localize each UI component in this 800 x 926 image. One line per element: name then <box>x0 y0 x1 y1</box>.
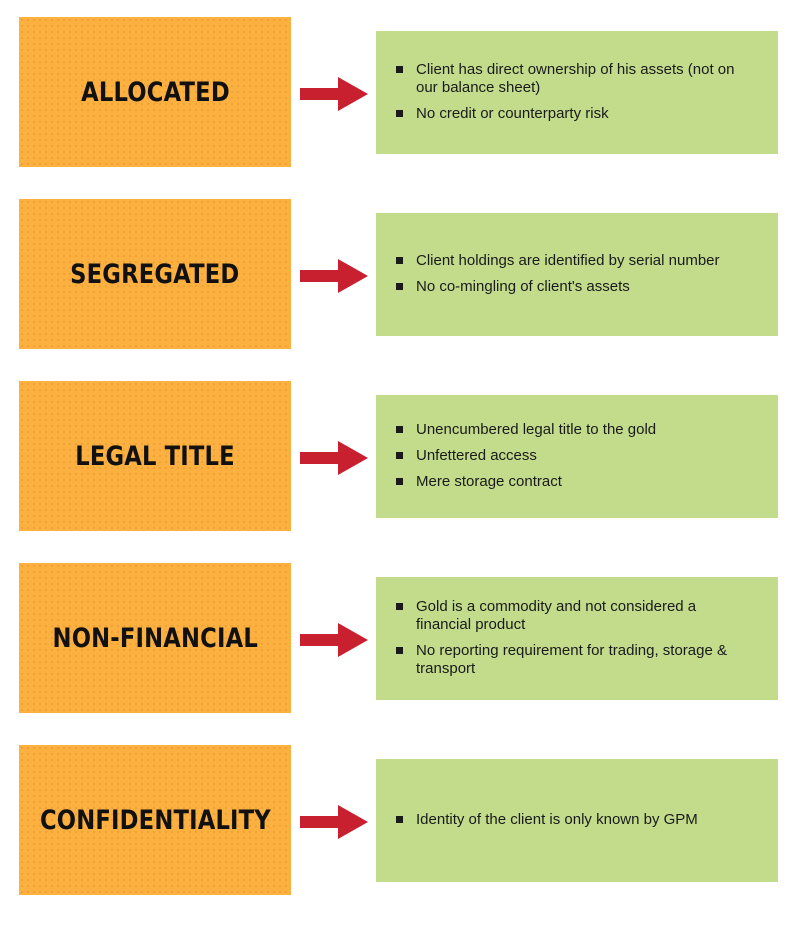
list-item: Mere storage contract <box>396 473 748 491</box>
bullet-text: No reporting requirement for trading, st… <box>416 642 727 677</box>
row-label: SEGREGATED <box>70 258 240 290</box>
list-item: Client has direct ownership of his asset… <box>396 61 748 97</box>
label-box: CONFIDENTIALITY <box>19 745 291 895</box>
row-non-financial: NON-FINANCIAL Gold is a commodity and no… <box>0 563 800 713</box>
bullet-text: Identity of the client is only known by … <box>416 811 698 828</box>
row-label: NON-FINANCIAL <box>52 622 258 654</box>
label-box: NON-FINANCIAL <box>19 563 291 713</box>
square-bullet-icon <box>396 452 403 459</box>
square-bullet-icon <box>396 647 403 654</box>
bullet-text: Client holdings are identified by serial… <box>416 252 720 269</box>
bullet-list: Client has direct ownership of his asset… <box>396 54 748 131</box>
list-item: Unfettered access <box>396 447 748 465</box>
detail-box: Unencumbered legal title to the gold Unf… <box>376 395 778 518</box>
bullet-text: No co-mingling of client's assets <box>416 278 630 295</box>
bullet-text: No credit or counterparty risk <box>416 105 609 122</box>
bullet-text: Mere storage contract <box>416 473 562 490</box>
detail-box: Identity of the client is only known by … <box>376 759 778 882</box>
row-label: ALLOCATED <box>80 76 230 108</box>
row-label: LEGAL TITLE <box>75 440 235 472</box>
bullet-list: Identity of the client is only known by … <box>396 804 748 837</box>
row-confidentiality: CONFIDENTIALITY Identity of the client i… <box>0 745 800 895</box>
detail-box: Client holdings are identified by serial… <box>376 213 778 336</box>
list-item: Client holdings are identified by serial… <box>396 252 748 270</box>
square-bullet-icon <box>396 603 403 610</box>
row-segregated: SEGREGATED Client holdings are identifie… <box>0 199 800 349</box>
bullet-text: Gold is a commodity and not considered a… <box>416 598 697 633</box>
square-bullet-icon <box>396 66 403 73</box>
list-item: Gold is a commodity and not considered a… <box>396 598 748 634</box>
right-arrow-icon <box>300 623 368 657</box>
right-arrow-icon <box>300 77 368 111</box>
square-bullet-icon <box>396 283 403 290</box>
label-box: LEGAL TITLE <box>19 381 291 531</box>
row-legal-title: LEGAL TITLE Unencumbered legal title to … <box>0 381 800 531</box>
square-bullet-icon <box>396 110 403 117</box>
square-bullet-icon <box>396 816 403 823</box>
label-box: ALLOCATED <box>19 17 291 167</box>
list-item: No reporting requirement for trading, st… <box>396 642 748 678</box>
square-bullet-icon <box>396 426 403 433</box>
list-item: Identity of the client is only known by … <box>396 811 748 829</box>
bullet-text: Client has direct ownership of his asset… <box>416 61 735 96</box>
list-item: No credit or counterparty risk <box>396 105 748 123</box>
list-item: No co-mingling of client's assets <box>396 278 748 296</box>
bullet-list: Unencumbered legal title to the gold Unf… <box>396 414 748 499</box>
row-label: CONFIDENTIALITY <box>39 804 271 836</box>
bullet-text: Unfettered access <box>416 447 537 464</box>
right-arrow-icon <box>300 805 368 839</box>
right-arrow-icon <box>300 259 368 293</box>
detail-box: Client has direct ownership of his asset… <box>376 31 778 154</box>
square-bullet-icon <box>396 257 403 264</box>
square-bullet-icon <box>396 478 403 485</box>
bullet-text: Unencumbered legal title to the gold <box>416 421 657 438</box>
detail-box: Gold is a commodity and not considered a… <box>376 577 778 700</box>
bullet-list: Client holdings are identified by serial… <box>396 245 748 304</box>
right-arrow-icon <box>300 441 368 475</box>
row-allocated: ALLOCATED Client has direct ownership of… <box>0 17 800 167</box>
label-box: SEGREGATED <box>19 199 291 349</box>
list-item: Unencumbered legal title to the gold <box>396 421 748 439</box>
bullet-list: Gold is a commodity and not considered a… <box>396 591 748 686</box>
